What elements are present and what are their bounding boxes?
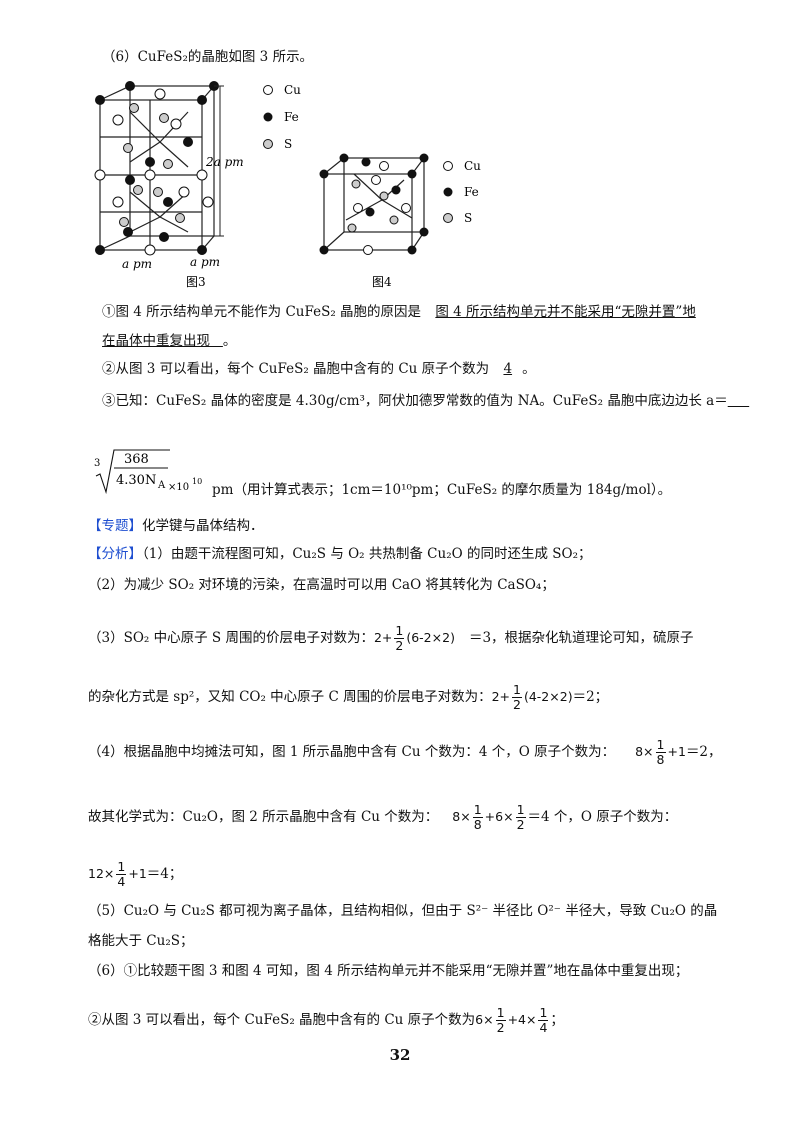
analysis-line-2: （2）为减少 SO₂ 对环境的污染，在高温时可以用 CaO 将其转化为 CaSO… [88, 577, 555, 593]
fig3-width-label: a pm [122, 257, 152, 271]
subq-1: ①图 4 所示结构单元不能作为 CuFeS₂ 晶胞的原因是 图 4 所示结构单元… [102, 304, 696, 320]
subq-1-cont: 在晶体中重复出现 。 [102, 333, 237, 349]
formula-tail: pm（用计算式表示；1cm＝10¹⁰pm；CuFeS₂ 的摩尔质量为 184g/… [212, 482, 672, 498]
analysis-line-4: （4）根据晶胞中均摊法可知，图 1 所示晶胞中含有 Cu 个数为：4 个，O 原… [88, 737, 722, 767]
topic-line: 【专题】化学键与晶体结构． [88, 518, 264, 534]
s-legend-icon [263, 139, 273, 149]
figure-3-crystal-cell: 2a pm a pm a pm 图3 [94, 81, 244, 289]
page-number: 32 [389, 1046, 411, 1064]
analysis-line-5: （5）Cu₂O 与 Cu₂S 都可视为离子晶体，且结构相似，但由于 S²⁻ 半径… [88, 903, 718, 919]
analysis-line-5b: 格能大于 Cu₂S； [88, 933, 194, 949]
root-index: 3 [94, 458, 100, 469]
legend-cu: Cu [284, 83, 301, 97]
fig3-caption: 图3 [186, 275, 206, 289]
formula-denominator: 4.30N [116, 473, 156, 488]
subq-2-answer: 4 [503, 361, 513, 377]
fe-legend-icon [263, 112, 273, 122]
fe-legend-icon [443, 187, 453, 197]
fig4-caption: 图4 [372, 275, 392, 289]
fig3-depth-label: a pm [190, 255, 220, 269]
legend-fig3: Cu Fe S [263, 83, 301, 151]
fig3-height-label: 2a pm [205, 155, 244, 169]
legend-fe-2: Fe [464, 185, 479, 199]
cu-legend-icon [443, 161, 453, 171]
analysis-line-6: （6）①比较题干图 3 和图 4 可知，图 4 所示结构单元并不能采用“无隙并置… [88, 963, 689, 979]
figure-4-structural-unit: 图4 [319, 153, 429, 289]
subq-2: ②从图 3 可以看出，每个 CuFeS₂ 晶胞中含有的 Cu 原子个数为 4。 [102, 361, 536, 377]
cu-legend-icon [263, 85, 273, 95]
legend-fe: Fe [284, 110, 299, 124]
cube-root-formula: 3 368 4.30N A ×10 10 [94, 449, 202, 495]
legend-fig4: Cu Fe S [443, 159, 481, 225]
subq-3: ③已知：CuFeS₂ 晶体的密度是 4.30g/cm³，阿伏加德罗常数的值为 N… [102, 393, 728, 409]
formula-numerator: 368 [124, 452, 149, 467]
topic-tag: 【专题】 [88, 518, 142, 534]
question-6-intro: （6）CuFeS₂的晶胞如图 3 所示。 [102, 49, 314, 65]
analysis-line-1: 【分析】（1）由题干流程图可知，Cu₂S 与 O₂ 共热制备 Cu₂O 的同时还… [88, 546, 592, 562]
legend-cu-2: Cu [464, 159, 481, 173]
legend-s: S [284, 137, 292, 151]
s-legend-icon [443, 213, 453, 223]
analysis-tag: 【分析】 [88, 546, 142, 562]
formula-exp: 10 [192, 477, 202, 486]
subq-1-answer: 图 4 所示结构单元并不能采用“无隙并置”地 [435, 304, 696, 320]
formula-den-sub: A [157, 480, 166, 491]
legend-s-2: S [464, 211, 472, 225]
formula-times: ×10 [168, 482, 189, 493]
